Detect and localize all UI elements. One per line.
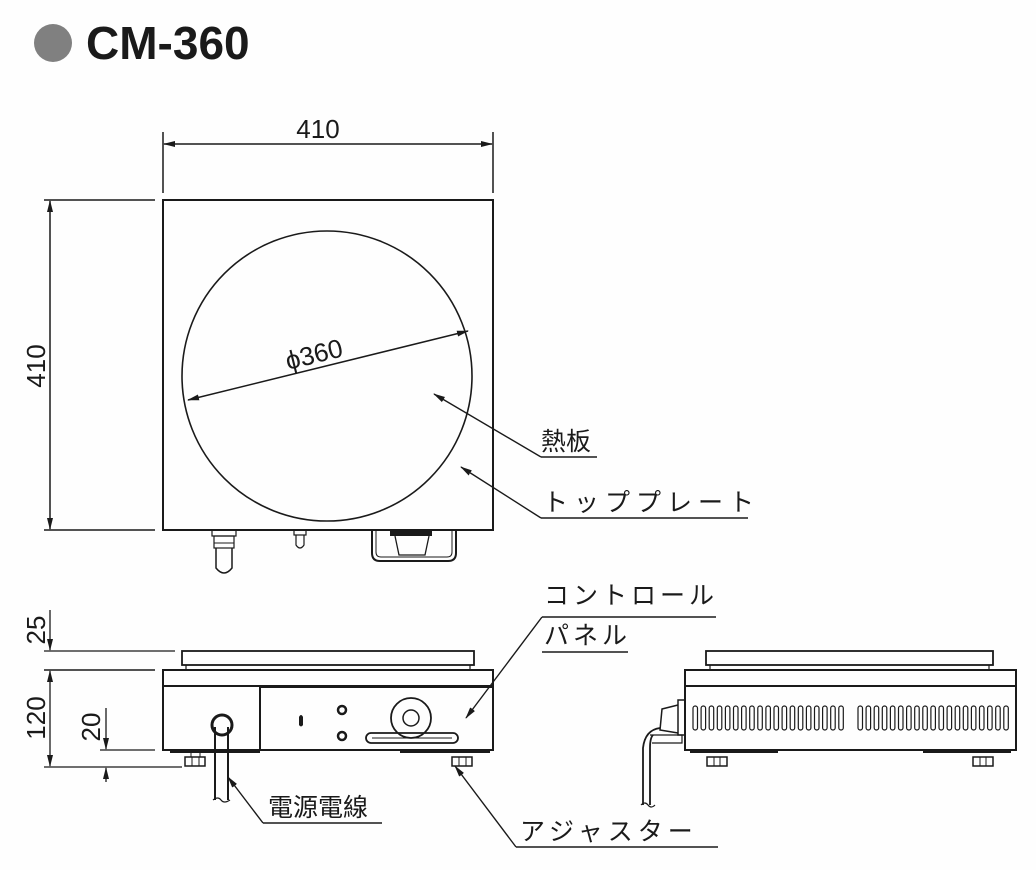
front-handle [365, 732, 459, 744]
top-plate-label: トッププレート [543, 488, 760, 517]
heat-plate-label: 熱板 [541, 427, 591, 456]
depth-dimension: 410 [21, 199, 155, 531]
diameter-line [187, 330, 469, 401]
heat-plate-circle [181, 230, 473, 522]
cord-gland [210, 713, 234, 737]
indicator-lamp [336, 730, 348, 742]
front-view: 25 120 20 [21, 581, 718, 848]
control-panel [259, 686, 494, 751]
heat-plate-callout: 熱板 [433, 393, 597, 458]
control-panel-callout: コントロール パネル [465, 581, 718, 719]
top-view-protrusions [211, 529, 457, 574]
top-view: 410 410 ϕ360 [21, 114, 760, 574]
top-plate-outline [162, 199, 494, 531]
model-name: CM-360 [86, 17, 250, 69]
indicator-lamp [336, 704, 348, 716]
bullet-icon [34, 24, 72, 62]
toggle-switch-icon [299, 715, 303, 727]
width-label: 410 [296, 114, 339, 144]
model-title: CM-360 [34, 16, 250, 70]
control-panel-label-line2: パネル [544, 621, 631, 650]
power-cord-callout: 電源電線 [227, 776, 382, 824]
adjuster-callout: アジャスター [454, 765, 718, 848]
depth-label: 410 [21, 344, 51, 387]
ventilation-slots [692, 705, 1009, 731]
side-view [640, 650, 1017, 808]
top-plate-height-label: 25 [21, 616, 51, 645]
height-dimensions: 25 120 20 [21, 610, 182, 782]
power-cord-label: 電源電線 [268, 793, 368, 822]
side-top-plate [705, 650, 994, 666]
side-body [684, 669, 1017, 751]
adjuster-label: アジャスター [520, 817, 698, 846]
foot-height-label: 20 [76, 713, 106, 742]
top-plate-callout: トッププレート [460, 466, 760, 519]
control-panel-label-line1: コントロール [544, 581, 718, 610]
diameter-label: ϕ360 [282, 333, 345, 376]
front-top-plate [181, 650, 475, 666]
width-dimension: 410 [162, 114, 494, 193]
temperature-dial [390, 697, 432, 739]
body-height-label: 120 [21, 696, 51, 739]
